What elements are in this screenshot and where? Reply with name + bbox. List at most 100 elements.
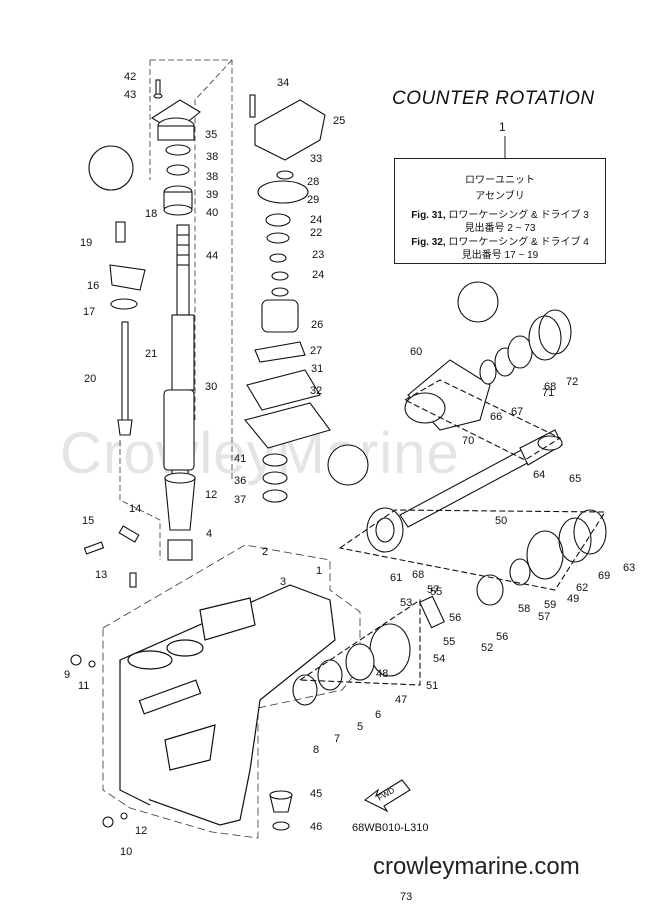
part-label-19: 19 xyxy=(80,237,92,249)
part-label-26: 26 xyxy=(311,319,323,331)
part-label-71: 71 xyxy=(542,387,554,399)
part-label-57: 57 xyxy=(538,611,550,623)
part-label-20: 20 xyxy=(84,373,96,385)
part-label-33: 33 xyxy=(310,153,322,165)
shim-callout-icons xyxy=(88,145,499,486)
part-label-6: 6 xyxy=(375,709,381,721)
part-label-67: 67 xyxy=(511,406,523,418)
part-label-69: 69 xyxy=(598,570,610,582)
part-label-28: 28 xyxy=(307,176,319,188)
part-label-64: 64 xyxy=(533,469,545,481)
shift-rod xyxy=(109,221,146,436)
part-label-34: 34 xyxy=(277,77,289,89)
part-label-11: 11 xyxy=(78,680,89,692)
part-label-15: 15 xyxy=(82,515,94,527)
part-label-41: 41 xyxy=(234,453,246,465)
sleeve-bushing xyxy=(164,472,196,561)
part-label-63: 63 xyxy=(623,562,635,574)
fig32-range: 見出番号 17 ~ 19 xyxy=(461,250,539,261)
part-label-12: 12 xyxy=(135,825,147,837)
part-label-62: 62 xyxy=(576,582,588,594)
part-label-3: 3 xyxy=(280,576,286,588)
part-label-68: 68 xyxy=(412,569,424,581)
part-label-44: 44 xyxy=(206,250,218,262)
part-label-70: 70 xyxy=(462,435,474,447)
part-label-29: 29 xyxy=(307,194,319,206)
part-label-43: 43 xyxy=(124,89,136,101)
part-label-1: 1 xyxy=(316,565,322,577)
part-label-12: 12 xyxy=(205,489,217,501)
part-label-49: 49 xyxy=(567,593,579,605)
part-label-4: 4 xyxy=(206,528,212,540)
part-label-45: 45 xyxy=(310,788,322,800)
part-label-30: 30 xyxy=(205,381,217,393)
part-label-47: 47 xyxy=(395,694,407,706)
part-label-37: 37 xyxy=(234,494,246,506)
part-label-8: 8 xyxy=(313,744,319,756)
assembly-ref-number: 1 xyxy=(499,120,506,134)
fig32-label: Fig. 32, xyxy=(411,237,446,248)
part-label-61: 61 xyxy=(390,572,402,584)
part-label-66: 66 xyxy=(490,411,502,423)
lower-casing xyxy=(119,584,336,826)
part-label-56: 56 xyxy=(449,612,461,624)
part-label-24: 24 xyxy=(310,214,322,226)
assembly-info-box: ロワーユニット アセンブリ Fig. 31, ロワーケーシング & ドライブ 3… xyxy=(394,158,606,264)
part-label-7: 7 xyxy=(334,733,340,745)
part-label-53: 53 xyxy=(400,597,412,609)
part-label-17: 17 xyxy=(83,306,95,318)
part-label-27: 27 xyxy=(310,345,322,357)
part-label-38: 38 xyxy=(206,171,218,183)
part-label-31: 31 xyxy=(311,363,323,375)
assembly-line2: アセンブリ xyxy=(475,191,525,202)
seal-stack xyxy=(262,453,288,503)
part-label-42: 42 xyxy=(124,71,136,83)
part-label-58: 58 xyxy=(518,603,530,615)
part-label-25: 25 xyxy=(333,115,345,127)
part-label-59: 59 xyxy=(544,599,556,611)
fig32-row: Fig. 32, ロワーケーシング & ドライブ 4 xyxy=(395,233,605,248)
forward-gear-group xyxy=(292,507,607,706)
part-label-55: 55 xyxy=(443,636,455,648)
part-label-38: 38 xyxy=(206,151,218,163)
drawing-code: 68WB010-L310 xyxy=(352,822,429,834)
part-label-72: 72 xyxy=(566,376,578,388)
part-label-52: 52 xyxy=(481,642,493,654)
part-label-18: 18 xyxy=(145,208,157,220)
part-label-40: 40 xyxy=(206,207,218,219)
part-label-36: 36 xyxy=(234,475,246,487)
part-label-16: 16 xyxy=(87,280,99,292)
part-number-labels: 1234567891011121213141516171819202122232… xyxy=(64,71,635,903)
forward-arrow-icon: FWD xyxy=(363,779,411,813)
part-label-9: 9 xyxy=(64,669,70,681)
part-label-48: 48 xyxy=(376,668,388,680)
part-label-51: 51 xyxy=(426,680,438,692)
part-label-2: 2 xyxy=(262,546,268,558)
fig31-range: 見出番号 2 ~ 73 xyxy=(464,223,536,234)
fig31-row: Fig. 31, ロワーケーシング & ドライブ 3 xyxy=(395,206,605,221)
part-label-65: 65 xyxy=(569,473,581,485)
part-label-46: 46 xyxy=(310,821,322,833)
part-label-21: 21 xyxy=(145,348,157,360)
part-label-68: 68 xyxy=(544,381,556,393)
fig31-label: Fig. 31, xyxy=(411,210,446,221)
part-label-24: 24 xyxy=(312,269,324,281)
drive-shaft xyxy=(163,224,195,479)
part-label-54: 54 xyxy=(433,653,445,665)
part-label-39: 39 xyxy=(206,189,218,201)
part-label-73: 73 xyxy=(400,891,412,903)
part-label-10: 10 xyxy=(120,846,132,858)
pinion-nut xyxy=(269,790,293,831)
part-label-56: 56 xyxy=(496,631,508,643)
footer-url[interactable]: crowleymarine.com xyxy=(373,853,580,880)
assembly-line1: ロワーユニット xyxy=(465,175,535,186)
part-label-22: 22 xyxy=(310,227,322,239)
bearing-housing-stack xyxy=(150,99,201,216)
part-label-35: 35 xyxy=(205,129,217,141)
diagram-title: COUNTER ROTATION xyxy=(392,88,595,109)
part-label-14: 14 xyxy=(129,503,141,515)
fig32-text: ロワーケーシング & ドライブ 4 xyxy=(448,237,589,248)
small-fasteners xyxy=(70,79,256,828)
part-label-57: 57 xyxy=(427,584,439,596)
